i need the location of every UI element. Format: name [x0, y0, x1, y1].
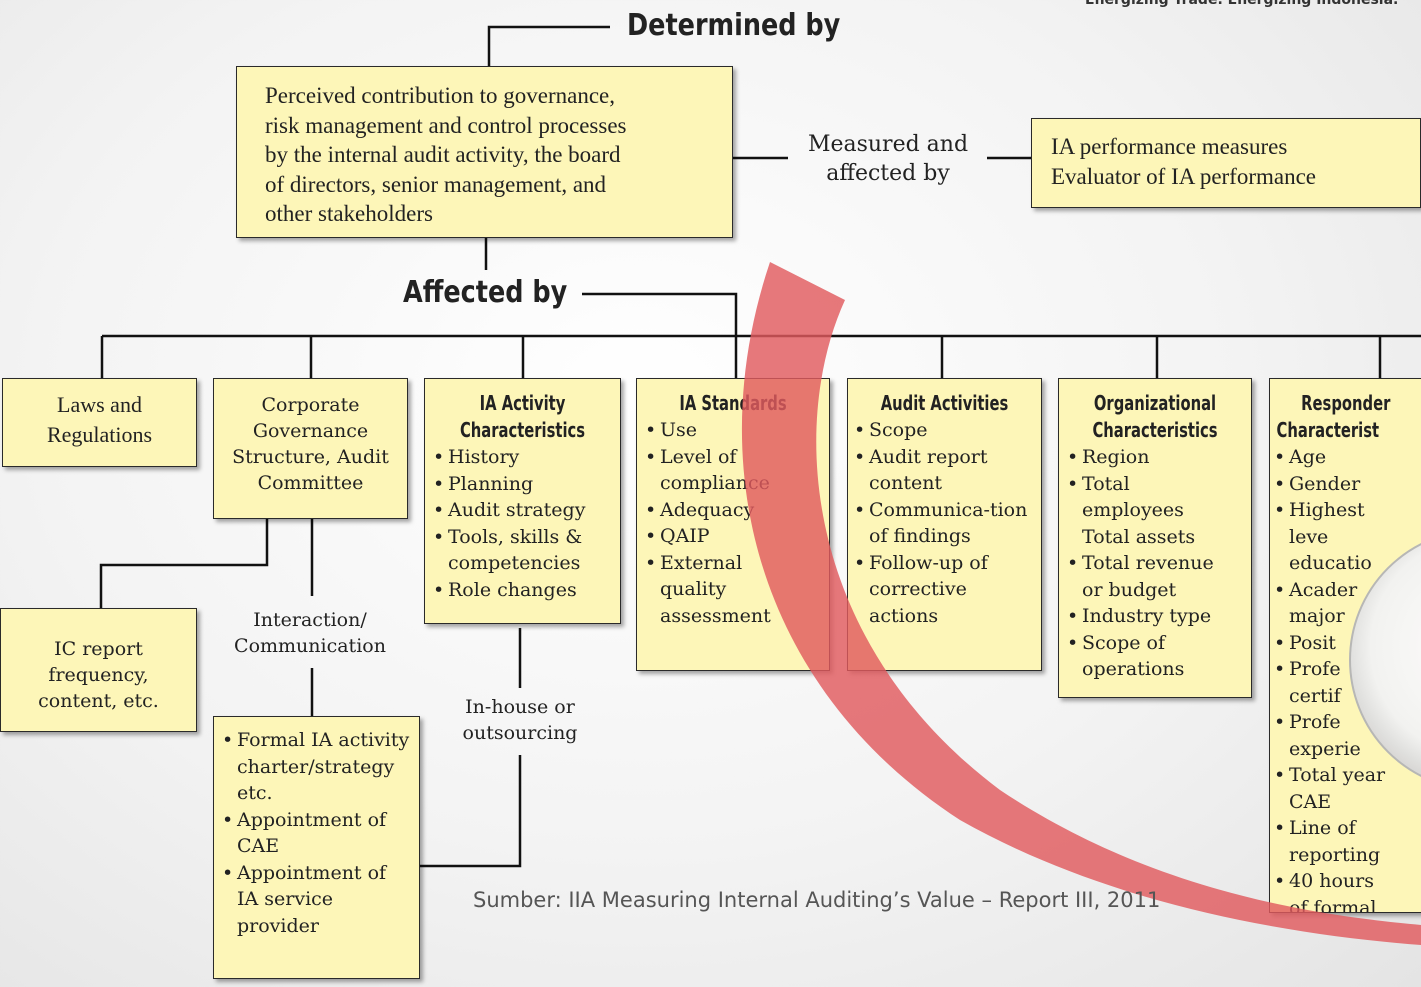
interaction-label: Interaction/ Communication: [215, 607, 405, 659]
respondent-title: Responder Characterist: [1270, 390, 1408, 444]
respondent-item: Age: [1274, 444, 1394, 471]
communication-text: Communication: [234, 635, 386, 657]
ia-activity-title-line: Characteristics: [459, 418, 586, 442]
ia-activity-item: Role changes: [433, 577, 620, 604]
ia-activity-title: IA Activity Characteristics: [443, 390, 603, 444]
ia-activity-title-line: IA Activity: [479, 391, 566, 415]
affected-by-label: Affected by: [403, 275, 568, 310]
ia-standards-item: Adequacy: [645, 497, 807, 524]
perceived-line: of directors, senior management, and: [265, 171, 607, 197]
measured-and-text: Measured and: [807, 132, 969, 157]
respondent-title-line: Responder: [1301, 391, 1391, 415]
corporate-governance-box: Corporate Governance Structure, Audit Co…: [213, 378, 408, 519]
ic-report-line: frequency,: [48, 664, 149, 686]
ia-activity-item: Planning: [433, 471, 620, 498]
corporate-line: Structure, Audit: [232, 446, 389, 468]
respondent-title-line: Characterist: [1276, 418, 1380, 442]
perceived-contribution-box: Perceived contribution to governance, ri…: [236, 66, 733, 238]
ia-standards-item: External quality assessment: [645, 550, 807, 630]
audit-activities-item: Scope: [854, 417, 1037, 444]
laws-line: Regulations: [46, 422, 153, 447]
interaction-text: Interaction/: [253, 609, 367, 631]
perceived-line: risk management and control processes: [265, 112, 627, 138]
respondent-item: Profe experie: [1274, 709, 1394, 762]
audit-activities-item: Follow-up of corrective actions: [854, 550, 1037, 630]
ia-standards-title: IA Standards: [679, 391, 787, 415]
organizational-title-line: Organizational: [1093, 391, 1217, 415]
ia-measures-box: IA performance measures Evaluator of IA …: [1031, 118, 1421, 208]
formal-ia-item: Appointment of IA service provider: [222, 860, 413, 940]
ia-standards-item: QAIP: [645, 523, 807, 550]
respondent-item: Total year CAE: [1274, 762, 1394, 815]
audit-activities-title: Audit Activities: [880, 391, 1009, 415]
corporate-line: Governance: [252, 420, 369, 442]
organizational-item: Scope of operations: [1067, 630, 1233, 683]
formal-ia-box: Formal IA activity charter/strategy etc.…: [213, 716, 420, 979]
respondent-item: Profe certif: [1274, 656, 1394, 709]
ia-measures-line: IA performance measures: [1051, 134, 1288, 159]
ic-report-line: IC report: [54, 638, 143, 660]
outsourcing-text: outsourcing: [462, 722, 578, 744]
ia-activity-item: Tools, skills & competencies: [433, 524, 620, 577]
ia-measures-line: Evaluator of IA performance: [1051, 163, 1317, 189]
organizational-title-line: Characteristics: [1092, 418, 1218, 442]
organizational-item: Total employees Total assets: [1067, 471, 1233, 551]
source-caption: Sumber: IIA Measuring Internal Auditing’…: [473, 888, 1161, 912]
respondent-item: 40 hours of formal train: [1274, 868, 1394, 912]
laws-regulations-box: Laws and Regulations: [2, 378, 197, 467]
respondent-item: Gender: [1274, 471, 1394, 498]
respondent-box: Responder Characterist Age Gender Highes…: [1269, 378, 1421, 913]
ia-standards-item: Level of compliance: [645, 444, 807, 497]
laws-line: Laws and: [57, 392, 142, 417]
ia-activity-item: History: [433, 444, 620, 471]
respondent-item: Acader major: [1274, 577, 1394, 630]
determined-by-label: Determined by: [627, 8, 841, 43]
organizational-item: Total revenue or budget: [1067, 550, 1233, 603]
ia-activity-box: IA Activity Characteristics History Plan…: [424, 378, 621, 624]
in-house-text: In-house or: [465, 696, 575, 718]
organizational-box: Organizational Characteristics Region To…: [1058, 378, 1252, 698]
audit-activities-box: Audit Activities Scope Audit report cont…: [847, 378, 1042, 671]
audit-activities-item: Audit report content: [854, 444, 1037, 497]
header-tagline: Energizing Trade. Energizing Indonesia.: [1085, 0, 1399, 8]
measured-affected-label: Measured and affected by: [788, 130, 988, 188]
respondent-item: Posit: [1274, 630, 1394, 657]
ia-standards-box: IA Standards Use Level of compliance Ade…: [636, 378, 830, 671]
perceived-line: other stakeholders: [265, 201, 433, 226]
corporate-line: Committee: [257, 472, 364, 494]
in-house-label: In-house or outsourcing: [440, 694, 600, 746]
organizational-item: Region: [1067, 444, 1233, 471]
ic-report-line: content, etc.: [38, 690, 159, 712]
perceived-line: Perceived contribution to governance,: [265, 83, 615, 108]
organizational-title: Organizational Characteristics: [1076, 390, 1233, 444]
ia-activity-item: Audit strategy: [433, 497, 620, 524]
formal-ia-item: Formal IA activity charter/strategy etc.: [222, 727, 413, 807]
respondent-item: Highest leve educatio: [1274, 497, 1394, 577]
ic-report-box: IC report frequency, content, etc.: [0, 608, 197, 732]
respondent-item: Line of reporting: [1274, 815, 1394, 868]
ia-standards-item: Use: [645, 417, 807, 444]
audit-activities-item: Communica-tion of findings: [854, 497, 1037, 550]
affected-by-text: affected by: [826, 161, 950, 186]
formal-ia-item: Appointment of CAE: [222, 807, 413, 860]
perceived-line: by the internal audit activity, the boar…: [265, 142, 621, 167]
organizational-item: Industry type: [1067, 603, 1233, 630]
corporate-line: Corporate: [261, 394, 360, 416]
